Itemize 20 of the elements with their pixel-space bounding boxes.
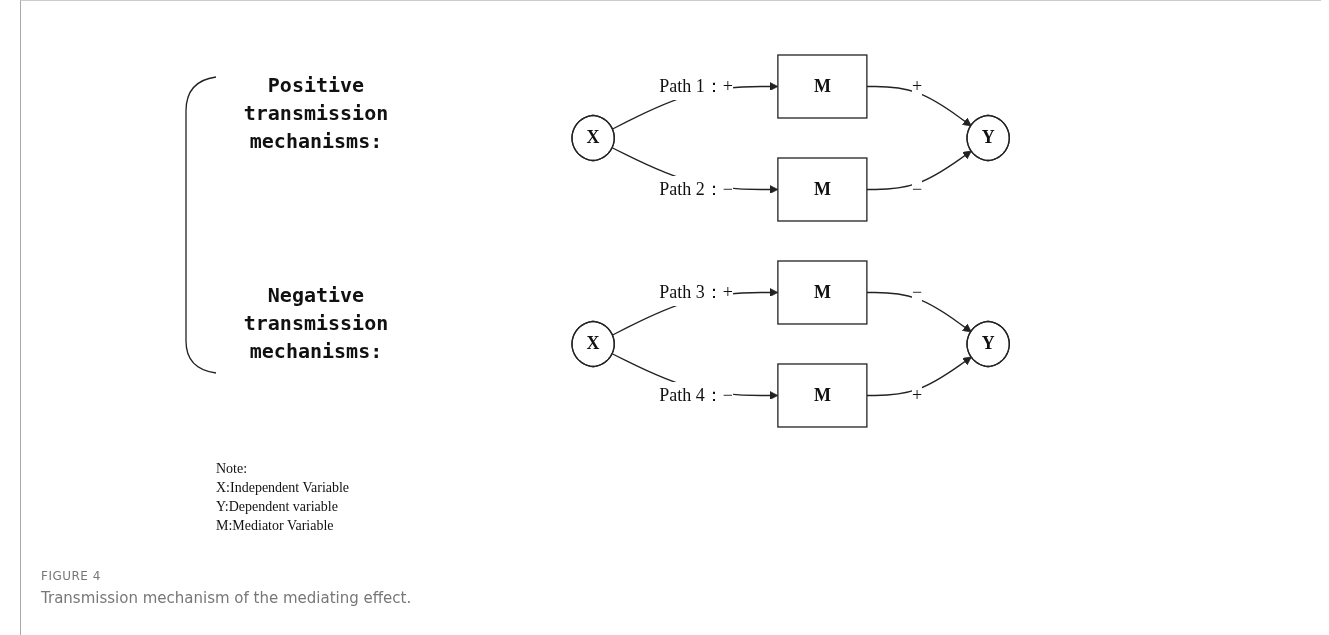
caption: Transmission mechanism of the mediating effect. [41,589,412,607]
node-box: M [777,363,868,428]
group-label: Negative transmission mechanisms: [242,282,390,365]
edge-label: Path 2：− [659,178,734,199]
node-box: M [777,157,868,222]
edge-label: + [912,76,923,96]
edge-label: Path 3：+ [659,281,734,302]
edge-label: − [912,281,923,302]
node-box: M [777,260,868,325]
edge-label: − [912,178,923,199]
note-text: X:Independent Variable [216,479,350,497]
edge-label: Path 4：− [659,384,734,405]
edge-label: + [912,384,923,405]
note-heading: Note: [216,460,249,478]
note-text: Y:Dependent variable [216,498,339,516]
group-label: Positive transmission mechanisms: [242,72,390,155]
note-text: M:Mediator Variable [216,517,335,535]
figure-number: FIGURE 4 [41,569,101,583]
node-box: M [777,54,868,119]
edge-label: Path 1：+ [659,76,734,96]
